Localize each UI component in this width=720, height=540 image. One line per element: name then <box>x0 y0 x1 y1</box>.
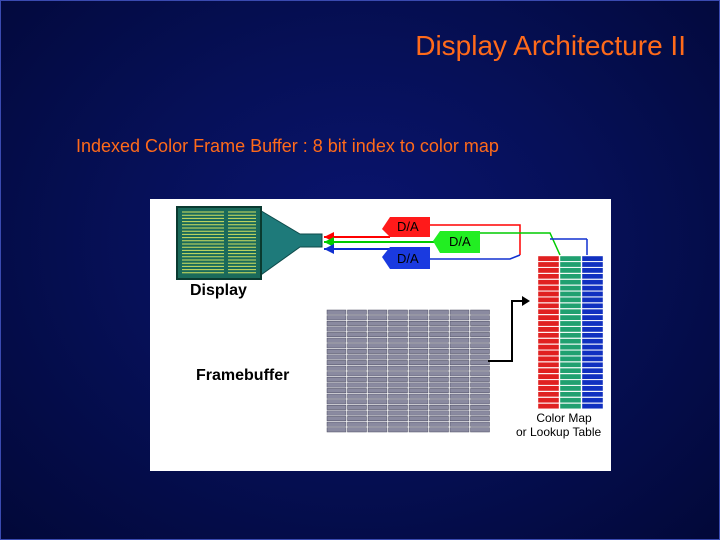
rgb-signal-lines <box>324 224 588 260</box>
lookup-table-label: or Lookup Table <box>516 425 602 439</box>
architecture-figure: D/A D/A D/A Display Framebuffer Color Ma… <box>150 199 611 471</box>
slide-title: Display Architecture II <box>415 30 686 61</box>
framebuffer-label: Framebuffer <box>196 367 290 384</box>
framebuffer-grid <box>326 309 490 433</box>
color-map-label: Color Map <box>536 411 592 425</box>
dac-green <box>433 231 480 253</box>
slide-subtitle: Indexed Color Frame Buffer : 8 bit index… <box>76 136 499 156</box>
dac-blue <box>382 247 430 269</box>
dac-red-label: D/A <box>397 219 419 234</box>
display-label: Display <box>190 282 247 299</box>
dac-red <box>382 217 430 237</box>
architecture-diagram <box>176 206 604 433</box>
dac-blue-label: D/A <box>397 251 419 266</box>
color-map-table <box>537 255 604 409</box>
dac-green-label: D/A <box>449 234 471 249</box>
index-arrow <box>488 296 530 362</box>
crt-display-icon <box>176 206 323 280</box>
